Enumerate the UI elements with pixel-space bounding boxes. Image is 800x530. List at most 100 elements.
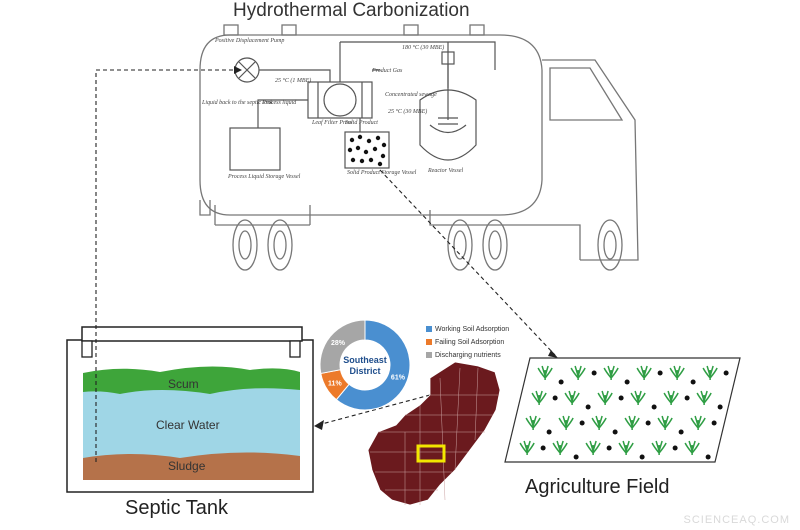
scum-layer xyxy=(83,366,300,394)
watermark: SCIENCEAQ.COM xyxy=(683,514,790,526)
pump-condition-label: 25 °C (1 MBE) xyxy=(275,78,312,84)
crop-plant xyxy=(570,365,586,380)
legend-swatch xyxy=(426,352,432,359)
biochar-dot xyxy=(606,445,612,451)
biochar-dot xyxy=(624,379,630,385)
crop-plant xyxy=(657,415,673,430)
slice-value-label: 11% xyxy=(328,380,342,387)
crop-plant xyxy=(663,390,679,405)
biochar-dot xyxy=(591,370,597,376)
biochar-dot xyxy=(612,429,618,435)
sludge-layer xyxy=(83,452,300,480)
biochar-dot xyxy=(639,454,645,460)
crop-plant xyxy=(564,390,580,405)
crop-plant xyxy=(630,390,646,405)
flow-arrows xyxy=(95,69,556,462)
biochar-dot xyxy=(657,370,663,376)
crop-plants xyxy=(519,365,718,455)
crop-plant xyxy=(558,415,574,430)
crop-plant xyxy=(684,440,700,455)
agriculture-field-title: Agriculture Field xyxy=(525,476,670,498)
donut-slice xyxy=(335,319,411,411)
biochar-dot xyxy=(645,420,651,426)
biochar-dot xyxy=(585,404,591,410)
page-title: Hydrothermal Carbonization xyxy=(233,0,470,21)
biochar-dot xyxy=(573,454,579,460)
biochar-dot xyxy=(690,379,696,385)
concentrated-sewage-label: Concentrated sewage xyxy=(385,92,437,98)
crop-plant xyxy=(525,415,541,430)
biochar-dots xyxy=(540,370,729,460)
crop-plant xyxy=(690,415,706,430)
crop-plant xyxy=(591,415,607,430)
crop-plant xyxy=(618,440,634,455)
scum-label: Scum xyxy=(168,377,199,391)
legend-swatch xyxy=(426,326,432,333)
clear-water-label: Clear Water xyxy=(156,418,220,432)
highlight-county xyxy=(416,444,446,463)
donut-center-label: District xyxy=(349,366,380,376)
solid-storage-label: Solid Product Storage Vessel xyxy=(347,170,417,176)
reactor-vessel-label: Reactor Vessel xyxy=(428,168,464,174)
liquid-storage-label: Process Liquid Storage Vessel xyxy=(228,174,301,180)
crop-plant xyxy=(597,390,613,405)
crop-plant xyxy=(519,440,535,455)
legend-label: Failing Soil Adsorption xyxy=(435,339,505,346)
legend-label: Working Soil Adsorption xyxy=(435,326,510,333)
biochar-dot xyxy=(546,429,552,435)
legend-item-discharging: Discharging nutrients xyxy=(426,352,501,359)
process-equipment xyxy=(229,41,496,171)
solid-product-label: Solid Product xyxy=(345,120,378,126)
crop-plant xyxy=(585,440,601,455)
crop-plant xyxy=(702,365,718,380)
liquid-return-line xyxy=(317,394,431,426)
biochar-dot xyxy=(678,429,684,435)
crop-plant xyxy=(696,390,712,405)
biochar-dot xyxy=(579,420,585,426)
solid-product-dots xyxy=(347,134,387,167)
sludge-label: Sludge xyxy=(168,459,206,473)
biochar-dot xyxy=(684,395,690,401)
septic-tank-drawing xyxy=(66,326,314,493)
process-liquid-label: Process liquid xyxy=(262,100,297,106)
donut-center-label: Southeast xyxy=(343,355,387,365)
filter-press-icon xyxy=(307,81,373,119)
filter-press-label: Leaf Filter Press xyxy=(312,120,353,126)
crop-plant xyxy=(552,440,568,455)
crop-plant xyxy=(531,390,547,405)
legend-item-failing: Failing Soil Adsorption xyxy=(426,339,504,346)
liquid-back-label: Liquid back to the septic tank xyxy=(202,100,273,106)
district-map xyxy=(367,361,501,506)
arrowheads xyxy=(234,66,558,430)
crop-plant xyxy=(651,440,667,455)
biochar-dot xyxy=(618,395,624,401)
clear-water-layer xyxy=(83,375,300,466)
biochar-dot xyxy=(723,370,729,376)
biochar-dot xyxy=(540,445,546,451)
pump-label: Positive Displacement Pump xyxy=(215,38,285,44)
crop-plant xyxy=(603,365,619,380)
product-gas-label: Product Gas xyxy=(372,68,403,74)
slice-value-label: 61% xyxy=(391,374,406,381)
agriculture-field-drawing xyxy=(504,357,741,463)
crop-plant xyxy=(537,365,553,380)
crop-plant xyxy=(636,365,652,380)
biochar-dot xyxy=(558,379,564,385)
legend-item-working: Working Soil Adsorption xyxy=(426,326,509,333)
septic-tank-title: Septic Tank xyxy=(125,497,229,519)
legend-label: Discharging nutrients xyxy=(435,352,501,359)
reactor-vessel-icon xyxy=(419,89,477,161)
truck-drawing xyxy=(199,24,639,271)
biochar-dot xyxy=(651,404,657,410)
reactor-condition-label: 180 °C (30 MBE) xyxy=(402,45,445,51)
crop-plant xyxy=(624,415,640,430)
solid-storage-icon xyxy=(344,131,390,169)
biochar-dot xyxy=(705,454,711,460)
biochar-dot xyxy=(552,395,558,401)
concentrated-condition-label: 25 °C (30 MBE) xyxy=(388,109,428,115)
slice-value-label: 28% xyxy=(331,340,346,347)
solids-to-field-line xyxy=(379,169,556,356)
legend-swatch xyxy=(426,339,432,346)
